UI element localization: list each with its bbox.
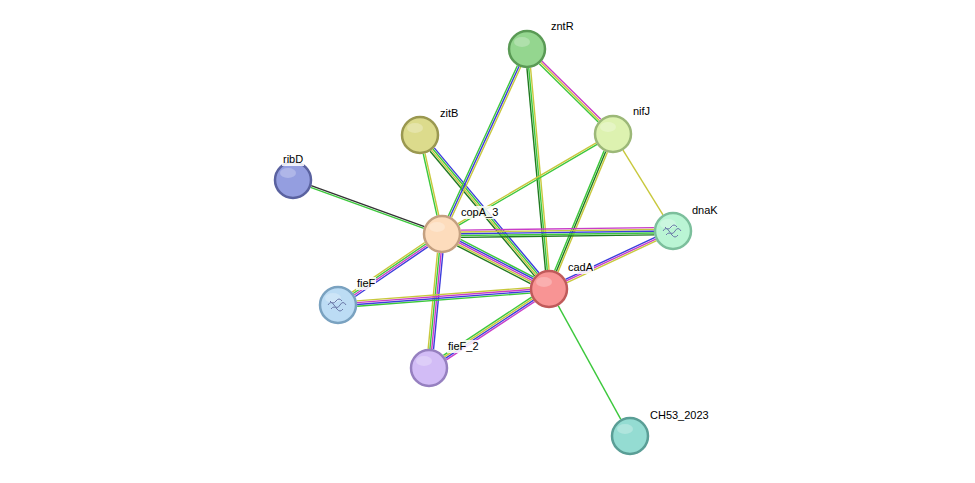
evidence-line [565,237,655,279]
node-label: fieF_2 [447,340,480,353]
node-label: nifJ [632,105,651,118]
evidence-line [432,150,537,275]
interaction-edge [457,239,533,283]
evidence-line [459,144,597,225]
interaction-edge [357,288,531,307]
evidence-line [354,245,427,295]
evidence-line [311,187,424,228]
evidence-line [444,299,532,357]
interaction-edge [461,228,654,238]
node-label: zitB [439,107,459,120]
interaction-edge [539,61,601,122]
interaction-edge [430,148,539,276]
protein-circle [527,267,571,311]
interaction-edge [443,297,534,360]
evidence-line [531,68,550,270]
evidence-line [558,306,621,420]
interaction-edge [311,186,425,229]
evidence-line [527,68,546,270]
evidence-line [443,297,531,355]
node-label: CH53_2023 [649,409,710,422]
protein-node: ribD [271,158,315,202]
protein-circle [651,209,695,253]
evidence-line [353,244,426,294]
protein-circle [608,414,652,458]
evidence-line [459,243,532,281]
node-label: zntR [550,20,575,33]
evidence-line [357,291,530,304]
evidence-line [425,153,439,215]
evidence-line [423,154,437,216]
evidence-line [445,300,533,358]
evidence-line [566,239,656,281]
protein-node: dnaK [651,209,695,253]
interaction-edge [352,242,428,296]
node-label: ribD [282,153,304,166]
node-label: dnaK [691,204,719,217]
protein-circle [407,346,451,390]
protein-node: copA_3 [420,212,464,256]
interaction-edge [623,150,663,215]
protein-node: nifJ [591,112,635,156]
protein-node: zitB [398,113,442,157]
protein-node: CH53_2023 [608,414,652,458]
interaction-edge [555,151,608,272]
node-label: copA_3 [460,206,499,219]
node-label: fieF [356,277,376,290]
evidence-line [448,66,517,216]
protein-node: fieF_2 [407,346,451,390]
evidence-line [623,150,663,215]
evidence-line [539,64,598,122]
evidence-line [542,61,601,119]
evidence-line [357,290,530,303]
protein-node: cadA [527,267,571,311]
node-label: cadA [567,261,594,274]
evidence-line [357,293,530,306]
protein-circle [398,113,442,157]
evidence-line [460,241,533,279]
evidence-line [352,242,425,292]
protein-circle [505,27,549,71]
interaction-edge [458,143,597,225]
protein-node: fieF [316,283,360,327]
evidence-line [446,302,534,360]
evidence-line [461,239,534,277]
evidence-line [461,235,654,238]
interaction-edge [527,68,549,270]
protein-node: zntR [505,27,549,71]
evidence-line [311,186,424,227]
evidence-line [458,143,596,224]
evidence-line [433,149,538,274]
protein-circle [591,112,635,156]
evidence-line [458,244,531,282]
evidence-line [541,62,600,120]
evidence-line [457,246,530,284]
evidence-line [555,151,604,271]
evidence-line [529,68,548,270]
interaction-edge [558,306,621,420]
interaction-edge [565,237,656,282]
evidence-line [434,148,539,273]
evidence-line [355,247,428,297]
evidence-line [558,152,607,272]
evidence-line [567,241,657,283]
interaction-edge [423,153,439,215]
protein-circle [420,212,464,256]
protein-circle [316,283,360,327]
evidence-line [357,288,530,301]
evidence-line [556,152,605,272]
